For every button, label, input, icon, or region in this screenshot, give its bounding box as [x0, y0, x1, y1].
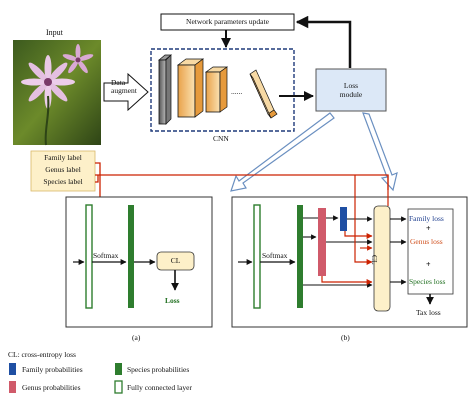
plus-icon-1: +	[426, 224, 431, 233]
panel-b-softmax-label: Softmax	[262, 251, 288, 260]
legend-title: CL: cross-entropy loss	[8, 350, 76, 359]
tax-loss-label: Tax loss	[416, 308, 441, 317]
panel-a-caption: (a)	[132, 333, 141, 342]
labels-box	[30, 150, 96, 192]
loss-to-panels-arrows	[230, 112, 398, 192]
panel-b-cl-label: CL	[370, 255, 379, 265]
cnn-label: CNN	[213, 134, 229, 143]
loss-module-label: Loss module	[339, 81, 363, 99]
panel-b-caption: (b)	[341, 333, 350, 342]
network-update-box	[160, 13, 295, 31]
panel-a-cl-label: CL	[170, 256, 181, 265]
genus-loss-label: Genus loss	[410, 237, 443, 246]
input-label: Input	[46, 28, 63, 37]
legend-genus-label: Genus probabilities	[22, 383, 81, 392]
legend-swatches	[9, 363, 123, 394]
cnn-ellipsis: ......	[231, 87, 243, 96]
species-label: Species label	[43, 177, 83, 186]
plus-icon-2: +	[426, 260, 431, 269]
family-loss-label: Family loss	[409, 214, 444, 223]
species-loss-label: Species loss	[409, 277, 446, 286]
panel-a-softmax-label: Softmax	[93, 251, 119, 260]
family-label: Family label	[44, 153, 82, 162]
data-augment-label: Data augment	[111, 78, 137, 96]
legend-fc-label: Fully connected layer	[127, 383, 192, 392]
cnn-layers	[158, 54, 278, 125]
panel-a-contents	[73, 204, 195, 309]
flower-icon	[21, 44, 94, 146]
panel-a-loss-label: Loss	[165, 296, 180, 305]
legend-family-label: Family probabilities	[22, 365, 83, 374]
network-update-label: Network parameters update	[186, 17, 269, 26]
panel-b-contents	[238, 175, 454, 312]
genus-label: Genus label	[45, 165, 81, 174]
loss-module-box	[315, 68, 387, 112]
cnn-box	[150, 48, 295, 132]
data-augment-arrow	[103, 72, 149, 112]
input-image	[13, 40, 101, 146]
legend-species-label: Species probabilities	[127, 365, 190, 374]
